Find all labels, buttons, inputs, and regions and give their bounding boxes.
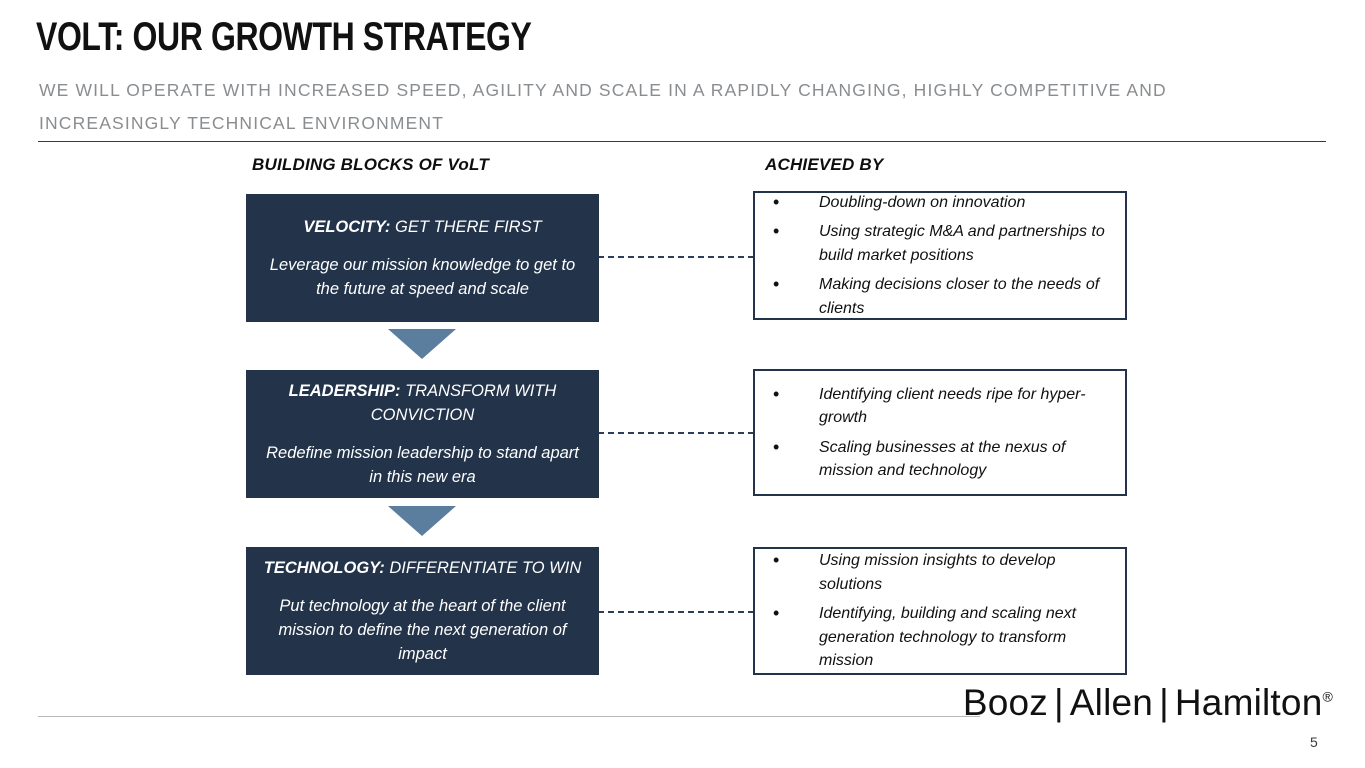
connector-leadership xyxy=(598,432,754,434)
booz-allen-hamilton-logo: Booz|Allen|Hamilton® xyxy=(963,682,1333,724)
registered-trademark-icon: ® xyxy=(1322,688,1333,705)
list-item: • Identifying, building and scaling next … xyxy=(767,602,1115,673)
block-leadership[interactable]: LEADERSHIP: TRANSFORM WITH CONVICTION Re… xyxy=(246,370,599,498)
page-number: 5 xyxy=(1310,734,1318,750)
bullet-list-technology: • Using mission insights to develop solut… xyxy=(767,549,1115,673)
page-title: VOLT: OUR GROWTH STRATEGY xyxy=(36,15,532,59)
bullet-text: Identifying client needs ripe for hyper-… xyxy=(819,385,1086,427)
connector-velocity xyxy=(598,256,754,258)
list-item: • Using strategic M&A and partnerships to… xyxy=(767,220,1115,267)
arrow-down-icon-1 xyxy=(388,329,456,359)
footer-divider xyxy=(38,716,980,717)
header-divider xyxy=(38,141,1326,142)
block-leadership-tagline: TRANSFORM WITH CONVICTION xyxy=(370,382,557,424)
block-leadership-title: LEADERSHIP: TRANSFORM WITH CONVICTION xyxy=(260,379,585,427)
bullet-text: Scaling businesses at the nexus of missi… xyxy=(819,438,1066,480)
bullet-dot-icon: • xyxy=(773,603,780,624)
block-technology-title: TECHNOLOGY: DIFFERENTIATE TO WIN xyxy=(264,556,582,580)
list-item: • Using mission insights to develop solut… xyxy=(767,549,1115,596)
logo-hamilton: Hamilton xyxy=(1174,682,1323,723)
bullet-dot-icon: • xyxy=(773,383,780,404)
block-velocity-label: VELOCITY: xyxy=(303,218,391,236)
bullet-text: Using strategic M&A and partnerships to … xyxy=(819,223,1105,264)
list-item: • Doubling-down on innovation xyxy=(767,191,1115,215)
bullet-dot-icon: • xyxy=(773,550,780,571)
bullets-velocity[interactable]: • Doubling-down on innovation • Using stra… xyxy=(753,191,1127,320)
block-velocity[interactable]: VELOCITY: GET THERE FIRST Leverage our m… xyxy=(246,194,599,322)
arrow-down-icon-2 xyxy=(388,506,456,536)
connector-technology xyxy=(598,611,754,613)
block-technology[interactable]: TECHNOLOGY: DIFFERENTIATE TO WIN Put tec… xyxy=(246,547,599,675)
bullet-dot-icon: • xyxy=(773,274,780,295)
bullet-text: Using mission insights to develop soluti… xyxy=(819,552,1056,593)
list-item: • Scaling businesses at the nexus of miss… xyxy=(767,436,1115,483)
bullet-dot-icon: • xyxy=(773,221,780,242)
block-technology-description: Put technology at the heart of the clien… xyxy=(278,597,567,663)
logo-allen: Allen xyxy=(1069,682,1154,723)
column-header-achieved-by: ACHIEVED BY xyxy=(765,155,884,174)
block-velocity-description: Leverage our mission knowledge to get to… xyxy=(269,256,576,298)
block-technology-tagline: DIFFERENTIATE TO WIN xyxy=(384,559,582,577)
bullet-text: Making decisions closer to the needs of … xyxy=(819,276,1100,317)
list-item: • Identifying client needs ripe for hyper… xyxy=(767,383,1115,430)
bullet-list-velocity: • Doubling-down on innovation • Using stra… xyxy=(767,191,1115,321)
bullet-dot-icon: • xyxy=(773,191,780,212)
bullets-technology[interactable]: • Using mission insights to develop solut… xyxy=(753,547,1127,675)
column-header-building-blocks: BUILDING BLOCKS OF VoLT xyxy=(252,155,489,174)
logo-separator-1: | xyxy=(1053,682,1064,723)
bullets-leadership[interactable]: • Identifying client needs ripe for hyper… xyxy=(753,369,1127,496)
bullet-text: Identifying, building and scaling next g… xyxy=(819,605,1077,670)
block-velocity-tagline: GET THERE FIRST xyxy=(390,218,542,236)
block-leadership-label: LEADERSHIP: xyxy=(288,382,401,400)
logo-booz: Booz xyxy=(962,682,1048,723)
block-leadership-description: Redefine mission leadership to stand apa… xyxy=(266,444,579,486)
page-subtitle: WE WILL OPERATE WITH INCREASED SPEED, AG… xyxy=(39,80,1167,133)
logo-separator-2: | xyxy=(1159,682,1169,723)
list-item: • Making decisions closer to the needs of… xyxy=(767,273,1115,320)
block-technology-label: TECHNOLOGY: xyxy=(263,559,385,577)
block-velocity-title: VELOCITY: GET THERE FIRST xyxy=(303,215,541,239)
bullet-text: Doubling-down on innovation xyxy=(819,193,1026,211)
bullet-dot-icon: • xyxy=(773,436,780,457)
bullet-list-leadership: • Identifying client needs ripe for hyper… xyxy=(767,383,1115,483)
